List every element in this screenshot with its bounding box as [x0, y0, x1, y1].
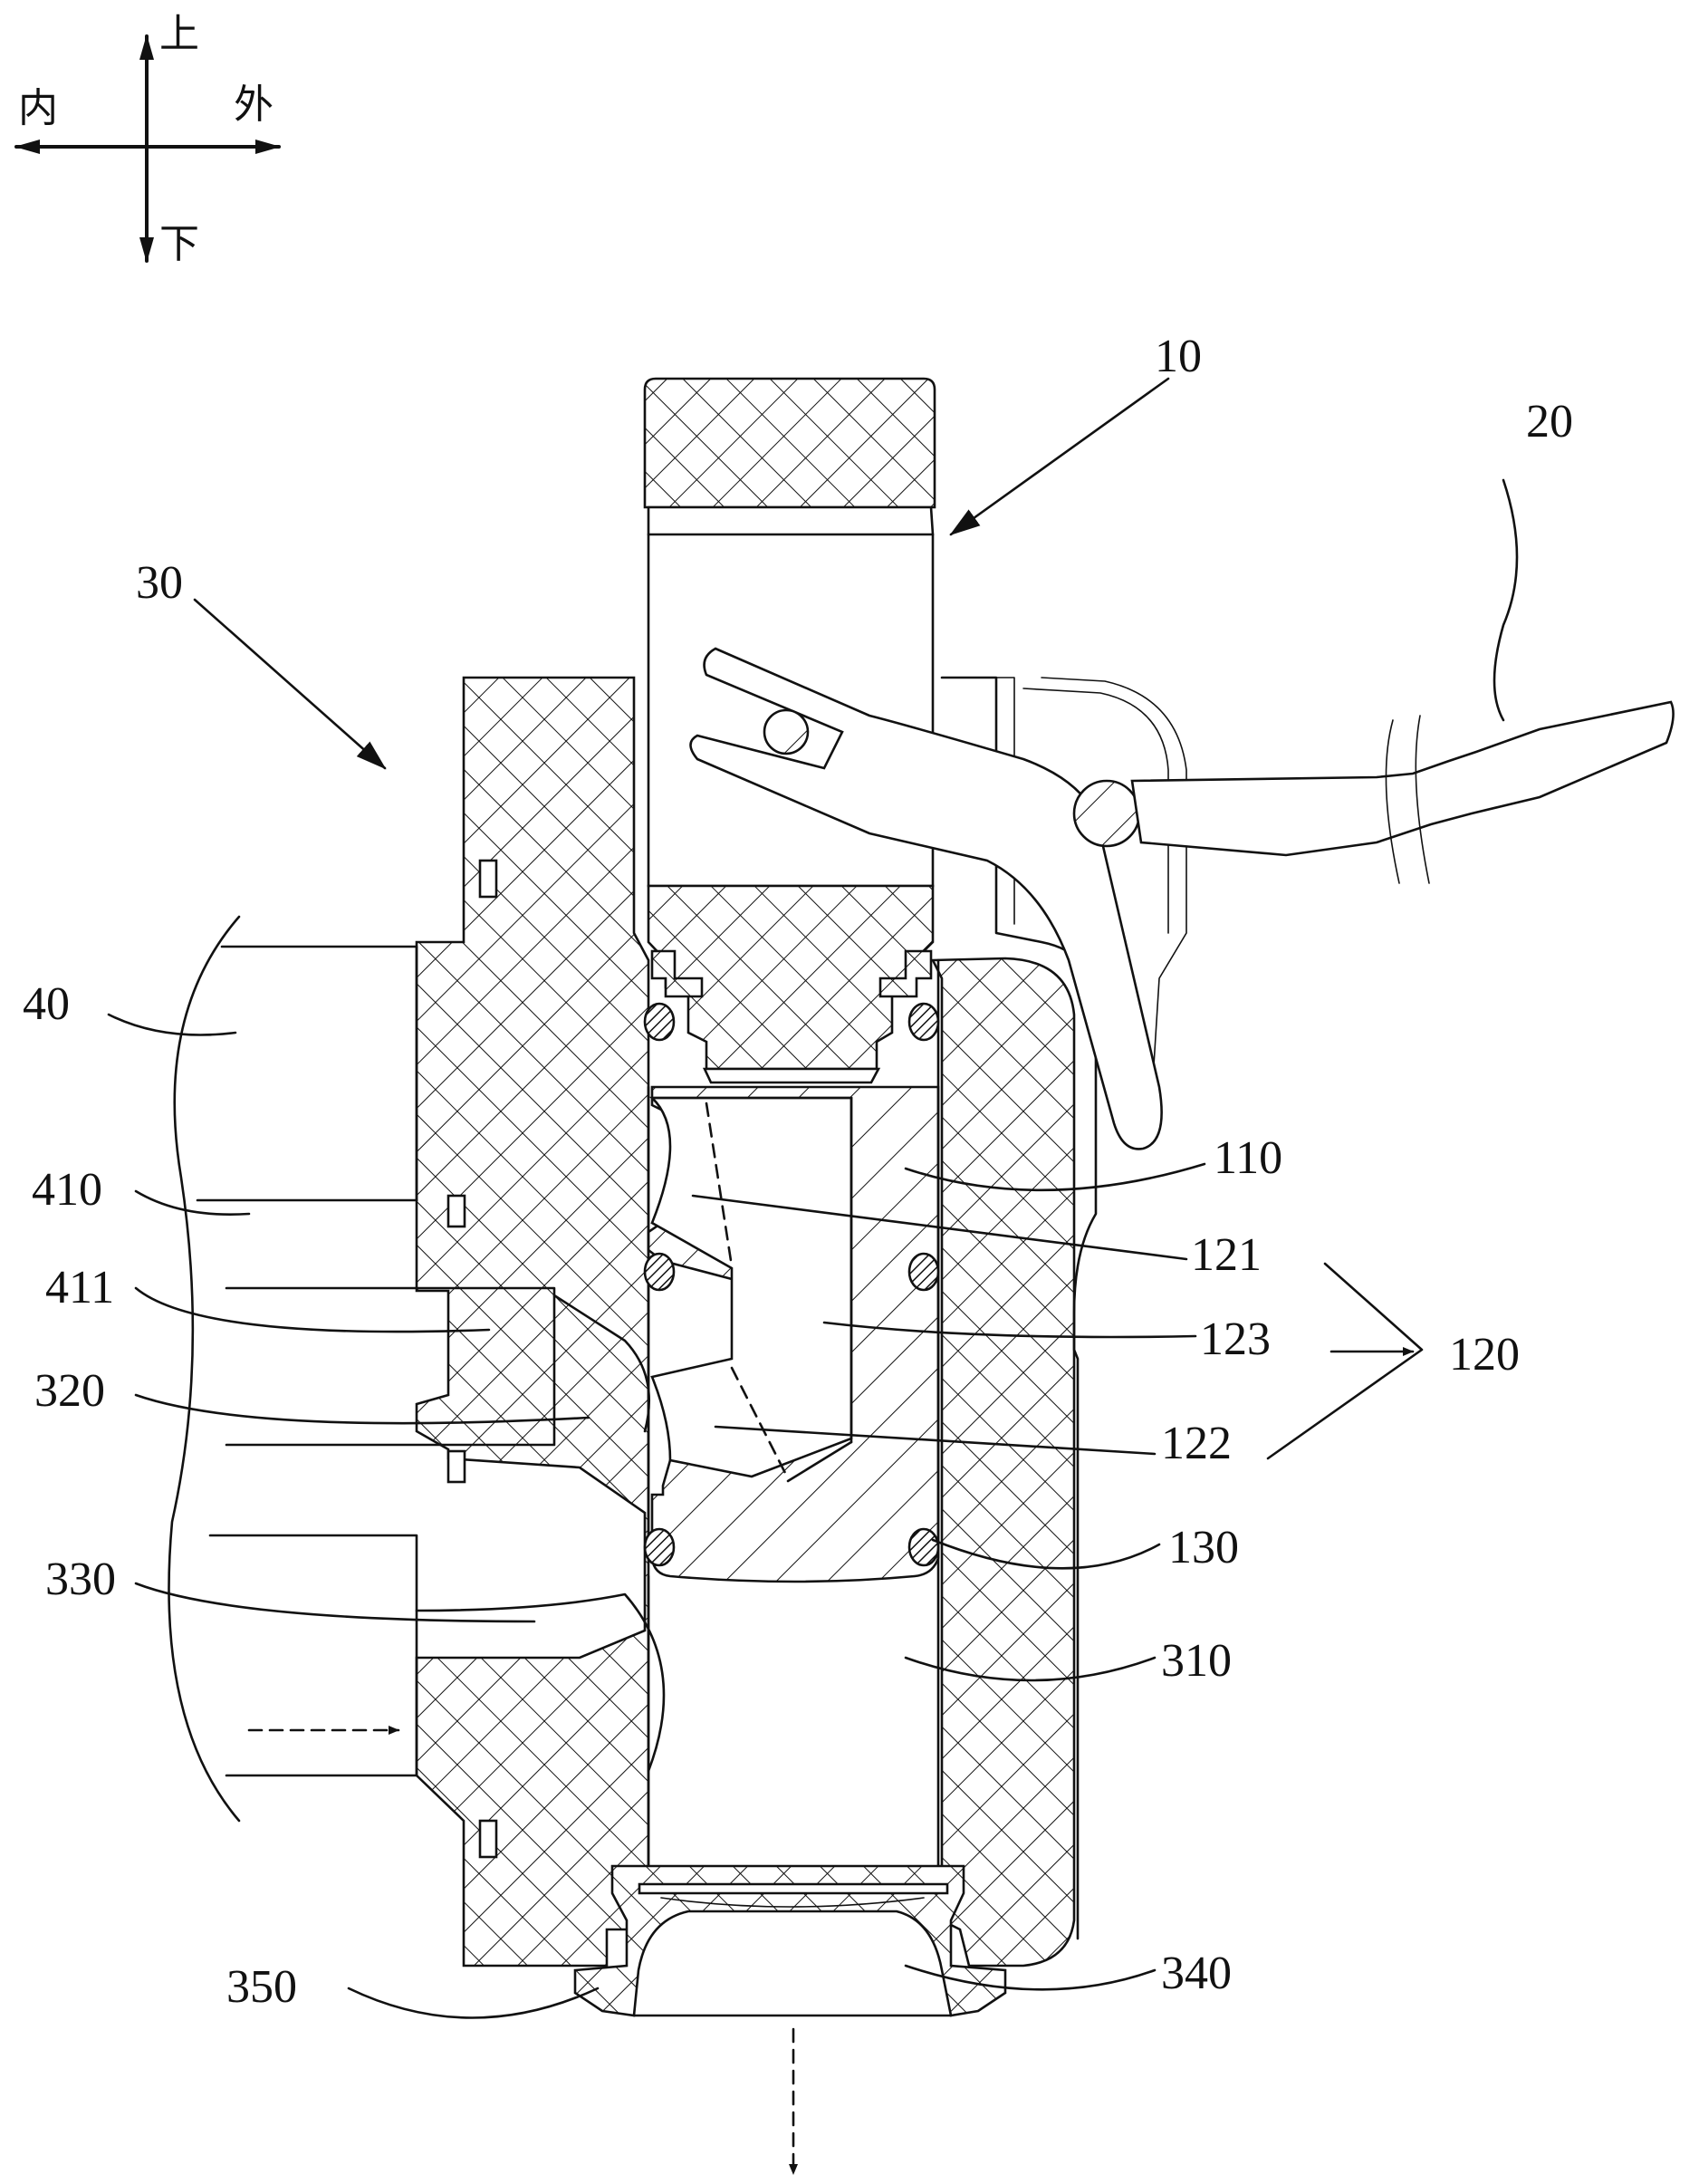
direction-label-up: 上: [159, 11, 199, 57]
inlet-channel-bore: [415, 1592, 666, 1773]
lever-pin: [763, 708, 810, 755]
arm-break-mark-left: [1385, 719, 1400, 884]
o-ring: [643, 1002, 676, 1042]
stem-shoulder-left: [650, 949, 704, 998]
label-410: 410: [32, 1164, 102, 1216]
leader-123: [822, 1321, 1197, 1339]
leader-10: [949, 377, 1170, 536]
lever-fork: [689, 647, 1163, 1150]
leader-130: [931, 1538, 1161, 1570]
leader-120-bracket: [1266, 1262, 1424, 1460]
leader-310: [904, 1656, 1157, 1682]
direction-label-outer: 外: [234, 82, 274, 128]
label-123: 123: [1200, 1313, 1271, 1365]
label-121: 121: [1191, 1229, 1262, 1281]
leader-40: [107, 1013, 237, 1036]
recess-middle: [446, 1194, 466, 1228]
valve-chamber-and-outlet: [573, 1574, 1007, 2017]
label-330: 330: [45, 1554, 116, 1605]
label-340: 340: [1161, 1948, 1232, 1999]
channel-dashed-edge-upper: [705, 1102, 734, 1268]
o-ring: [907, 1002, 940, 1042]
outlet-insert: [638, 1882, 949, 1895]
sealing-rings: [643, 1002, 940, 1567]
handle-lever: [689, 647, 1675, 1150]
callout-labels: 10 20 30 40 410 411 320 330 350 340 310 …: [23, 331, 1573, 2013]
channel-dashed-edge-lower: [730, 1366, 790, 1480]
leader-110: [904, 1162, 1206, 1192]
stem-shoulder-right: [878, 949, 933, 998]
leader-20: [1493, 478, 1519, 722]
direction-indicator: 上 下 内 外: [14, 11, 281, 267]
label-130: 130: [1168, 1522, 1239, 1573]
stem-cap: [702, 1067, 881, 1084]
label-110: 110: [1214, 1132, 1282, 1184]
label-320: 320: [34, 1365, 105, 1417]
leader-411: [134, 1286, 491, 1333]
shell-top-right-line: [1041, 677, 1187, 1124]
pipe-member: [168, 915, 666, 1823]
leader-320: [134, 1393, 590, 1425]
leader-330: [134, 1582, 536, 1623]
o-ring: [643, 1252, 676, 1292]
label-20: 20: [1526, 396, 1573, 447]
direction-label-down: 下: [159, 221, 199, 267]
lever-arm: [1130, 700, 1675, 857]
direction-label-inner: 内: [18, 85, 58, 131]
callout-leaders: [107, 377, 1519, 2019]
label-310: 310: [1161, 1635, 1232, 1687]
pipe-port: [225, 1286, 556, 1447]
valve-body-outer-shell: [940, 676, 1098, 1940]
label-350: 350: [226, 1961, 297, 2013]
label-122: 122: [1161, 1418, 1232, 1469]
valve-body-left-wall: [415, 676, 650, 1968]
outlet-membrane: [660, 1897, 925, 1908]
valve-spool: [647, 958, 940, 1931]
spool-channel: [648, 1096, 853, 1478]
leader-121: [691, 1194, 1188, 1261]
o-ring: [643, 1527, 676, 1567]
side-inlet-cone: [552, 1294, 651, 1433]
label-411: 411: [45, 1262, 114, 1313]
pipe-break-line: [168, 915, 241, 1823]
recess-upper: [478, 859, 498, 899]
recess-lower: [446, 1449, 466, 1484]
label-40: 40: [23, 978, 70, 1030]
label-120: 120: [1449, 1329, 1520, 1381]
lever-pivot-pin: [1072, 779, 1141, 848]
recess-bottom: [478, 1819, 498, 1859]
spool-channel-bottom: [786, 1440, 853, 1483]
leader-122: [714, 1425, 1157, 1456]
leader-30: [193, 598, 387, 770]
shell-top-right-inner: [1022, 688, 1169, 934]
valve-body-right-wall: [930, 957, 1076, 1968]
o-ring: [907, 1527, 940, 1567]
arm-break-mark-right: [1415, 715, 1430, 884]
top-knob: [643, 377, 936, 509]
o-ring: [907, 1252, 940, 1292]
label-30: 30: [136, 557, 183, 609]
label-10: 10: [1155, 331, 1202, 382]
inlet-channel-outline: [208, 1534, 418, 1777]
leader-340: [904, 1964, 1157, 1991]
leader-350: [347, 1987, 600, 2019]
leader-410: [134, 1189, 251, 1216]
pipe-upper-outline: [220, 945, 418, 1202]
